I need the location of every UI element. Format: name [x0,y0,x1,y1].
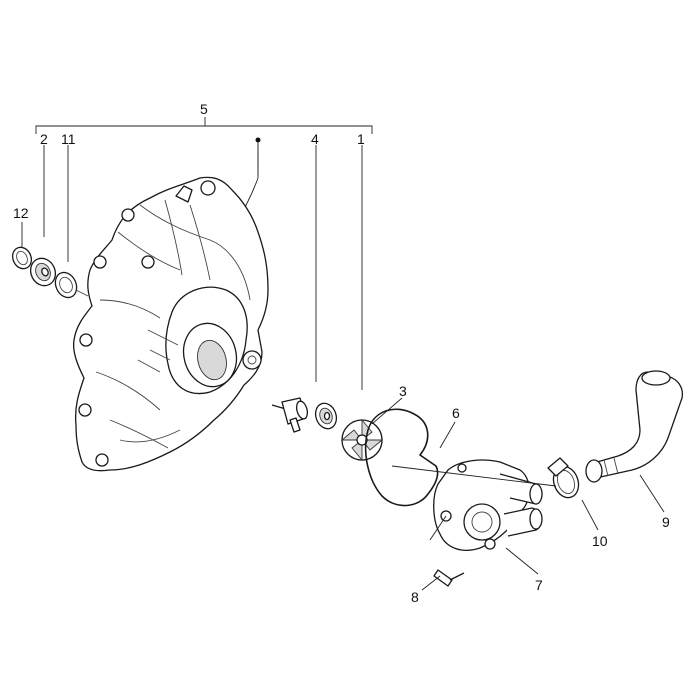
callout-7: 7 [535,577,543,593]
part-bearing [29,257,57,287]
callout-3: 3 [399,383,407,399]
callout-4: 4 [311,131,319,147]
part-screw [421,569,465,591]
part-mechanical-seal [314,402,338,430]
part-pump-housing [429,459,543,575]
callout-6: 6 [452,405,460,421]
callout-5: 5 [200,101,208,117]
callout-12: 12 [13,205,29,221]
callout-8: 8 [411,589,419,605]
part-coolant-hose [585,370,684,513]
callout-11: 11 [61,131,76,147]
leader-dot [255,137,261,143]
part-oil-seal [54,271,89,299]
part-shaft [271,397,309,433]
part-engine-cover [72,176,269,472]
assembly-bracket [35,117,373,390]
part-impeller [340,397,403,462]
part-hose-clamp [547,457,599,531]
part-circlip [11,222,33,270]
callout-9: 9 [662,514,670,530]
callout-labels: 5 2 11 12 4 1 3 6 9 10 7 8 [13,101,670,605]
callout-2: 2 [40,131,48,147]
callout-10: 10 [592,533,608,549]
callout-1: 1 [357,131,365,147]
part-gasket [364,408,456,507]
